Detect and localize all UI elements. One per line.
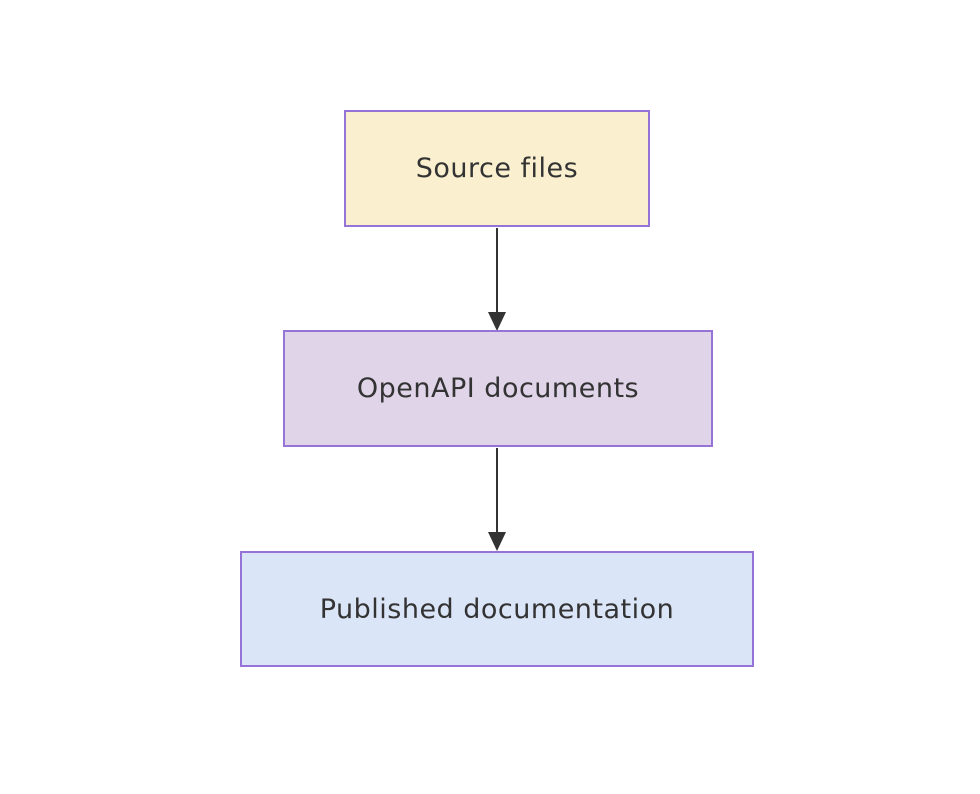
arrowhead-down-icon xyxy=(488,532,506,551)
node-label: Published documentation xyxy=(319,593,675,625)
edge-openapi-to-published xyxy=(488,448,506,551)
node-label: OpenAPI documents xyxy=(356,373,640,404)
node-published-documentation: Published documentation xyxy=(240,551,754,667)
node-source-files: Source files xyxy=(344,110,650,227)
node-label: Source files xyxy=(415,153,579,184)
edge-source-to-openapi xyxy=(488,228,506,331)
arrowhead-down-icon xyxy=(488,312,506,331)
node-openapi-documents: OpenAPI documents xyxy=(283,330,713,447)
